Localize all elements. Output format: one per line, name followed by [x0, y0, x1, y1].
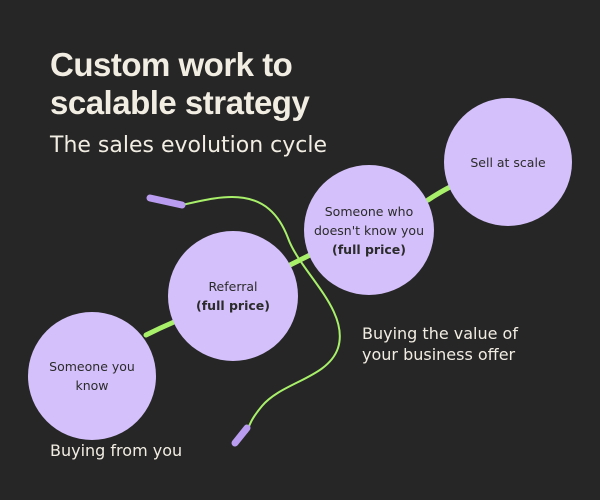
stage-1-label-line-2: know — [75, 378, 109, 393]
caption-buying-value: Buying the value of your business offer — [362, 323, 518, 365]
stage-4-label: Sell at scale — [470, 155, 546, 170]
caption-right-line-1: Buying the value of — [362, 324, 518, 343]
stage-3-label-line-1: Someone who — [324, 203, 414, 219]
rope-line — [181, 196, 341, 433]
title-line-2: scalable strategy — [50, 84, 310, 121]
stage-3-label-line-2: doesn't know you — [314, 222, 424, 238]
caption-buying-from-you: Buying from you — [50, 441, 183, 460]
stage-1-label-line-1: Someone you — [49, 359, 135, 374]
page-subtitle: The sales evolution cycle — [50, 133, 328, 158]
page-title: Custom work to scalable strategy — [50, 46, 310, 122]
title-line-1: Custom work to — [50, 46, 293, 83]
stage-2-label: Referral — [208, 279, 258, 294]
stage-someone-who-doesnt-know-you: Someone who doesn't know you (full price… — [304, 165, 434, 295]
stage-someone-you-know: Someone you know — [28, 312, 156, 440]
rope-handle-top — [146, 194, 186, 209]
caption-right-line-2: your business offer — [362, 345, 516, 364]
link-1-2 — [143, 319, 177, 338]
link-3-4 — [425, 183, 455, 203]
stage-2-price-note: (full price) — [196, 298, 270, 313]
rope-handle-bottom — [231, 424, 251, 447]
stage-3-price-note: (full price) — [332, 241, 406, 257]
stage-sell-at-scale: Sell at scale — [444, 98, 572, 226]
stage-referral: Referral (full price) — [168, 231, 298, 361]
